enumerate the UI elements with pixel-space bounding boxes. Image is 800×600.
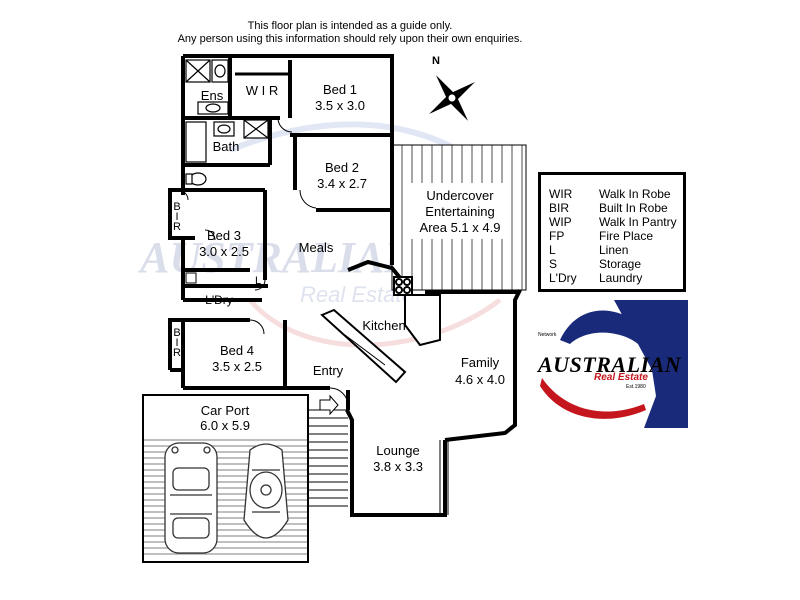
room-label-entry: Entry <box>312 363 344 378</box>
room-label-bed1-size: 3.5 x 3.0 <box>315 98 365 113</box>
undercover-deck <box>391 144 527 291</box>
agency-logo: Network AUSTRALIAN Real Estate Est.1980 <box>534 300 688 428</box>
room-label-lounge-size: 3.8 x 3.3 <box>373 459 423 474</box>
room-label-bir4-i: I <box>175 337 179 349</box>
legend-abbr: WIP <box>549 215 572 229</box>
room-label-carport-size: 6.0 x 5.9 <box>200 418 250 433</box>
logo-network: Network <box>538 332 557 338</box>
logo-navy-swoosh <box>560 310 638 344</box>
legend-abbr: L <box>549 243 556 257</box>
legend-meaning: Walk In Robe <box>599 187 671 201</box>
watermark-name: AUSTRALIAN <box>137 233 419 282</box>
room-label-fixture-l: L <box>254 275 262 287</box>
room-label-bed2-size: 3.4 x 2.7 <box>317 176 367 191</box>
legend-abbr: BIR <box>549 201 570 215</box>
entry-steps <box>308 409 348 507</box>
room-label-family-size: 4.6 x 4.0 <box>455 372 505 387</box>
legend-row: FP Fire Place <box>549 230 653 243</box>
compass-north-label: N <box>432 55 440 67</box>
entry-arrow <box>319 394 339 416</box>
room-label-undercover-1: Undercover <box>426 188 494 203</box>
legend-meaning: Fire Place <box>599 229 654 243</box>
room-label-bed4-name: Bed 4 <box>220 343 254 358</box>
legend-meaning: Laundry <box>599 271 643 285</box>
car-sedan <box>164 442 218 554</box>
legend-meaning: Built In Robe <box>599 201 668 215</box>
legend-abbr: S <box>549 257 558 271</box>
kitchen-bench <box>320 276 441 384</box>
room-label-bir4-r: R <box>173 347 181 359</box>
room-label-bath: Bath <box>212 139 240 154</box>
legend-meaning: Linen <box>599 243 629 257</box>
room-label-bed2-name: Bed 2 <box>325 160 359 175</box>
disclaimer-line-2: Any person using this information should… <box>177 33 523 45</box>
walls <box>168 54 522 517</box>
logo-est: Est.1980 <box>626 384 646 390</box>
legend-meaning: Walk In Pantry <box>599 215 677 229</box>
legend-row: WIP Walk In Pantry <box>549 216 677 229</box>
room-label-wir: W I R <box>245 83 279 98</box>
legend-abbr: WIR <box>549 187 573 201</box>
room-label-bir3-r: R <box>173 221 181 233</box>
legend-abbr: L'Dry <box>549 271 577 285</box>
legend-row: L'Dry Laundry <box>549 272 642 285</box>
room-label-undercover-3: Area 5.1 x 4.9 <box>419 220 501 235</box>
room-label-ens: Ens <box>200 88 224 103</box>
legend-row: L Linen <box>549 244 628 257</box>
logo-graphic <box>540 300 688 428</box>
room-label-bir3-b: B <box>173 201 181 213</box>
room-label-bed1-name: Bed 1 <box>323 82 357 97</box>
room-label-bed3-size: 3.0 x 2.5 <box>199 244 249 259</box>
room-label-lounge-name: Lounge <box>376 443 420 458</box>
compass-rose <box>429 75 475 121</box>
room-label-bir3-i: I <box>175 211 179 223</box>
room-label-meals: Meals <box>298 240 334 255</box>
door-swings <box>177 117 349 407</box>
logo-name: AUSTRALIAN <box>538 352 682 377</box>
room-label-family-name: Family <box>460 355 500 370</box>
room-label-undercover-2: Entertaining <box>425 204 495 219</box>
legend-abbr: FP <box>549 229 565 243</box>
legend-row: S Storage <box>549 258 641 271</box>
lounge-window <box>439 440 449 515</box>
room-label-bir4-b: B <box>173 327 181 339</box>
legend-meaning: Storage <box>599 257 642 271</box>
legend-row: BIR Built In Robe <box>549 202 668 215</box>
laundry-tub <box>185 272 197 284</box>
logo-sub: Real Estate <box>594 372 648 383</box>
room-label-bed3-name: Bed 3 <box>207 228 241 243</box>
logo-red-swoosh <box>540 378 646 419</box>
room-label-ldry: L'Dry <box>205 293 233 307</box>
car-sports <box>243 443 289 539</box>
disclaimer-line-1: This floor plan is intended as a guide o… <box>247 20 453 32</box>
legend-row: WIR Walk In Robe <box>549 188 671 201</box>
room-label-bed4-size: 3.5 x 2.5 <box>212 359 262 374</box>
bathroom-fixtures <box>185 59 269 186</box>
room-label-kitchen: Kitchen <box>362 318 406 333</box>
abbreviation-legend: WIR Walk In Robe BIR Built In Robe WIP Walk… <box>538 172 686 292</box>
room-label-carport-name: Car Port <box>200 403 250 418</box>
